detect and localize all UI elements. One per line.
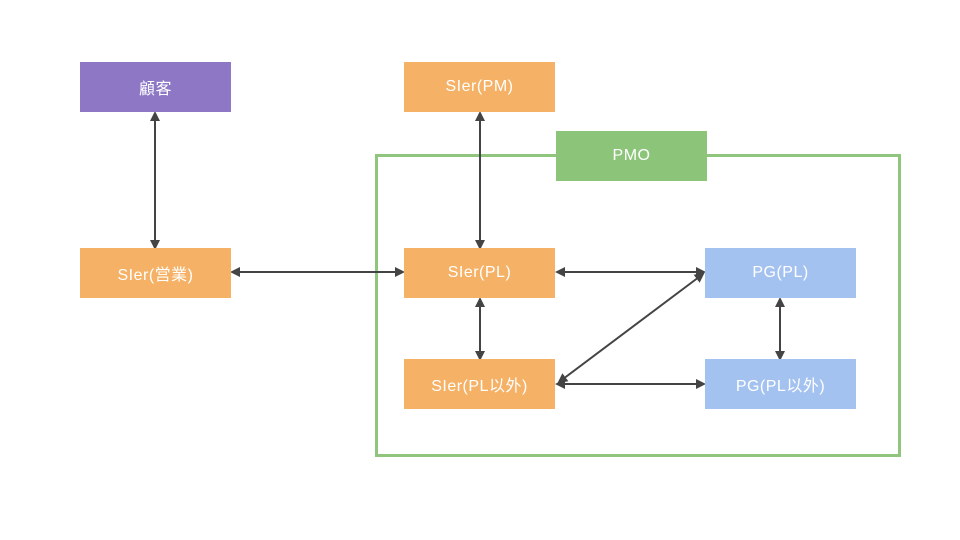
node-sier-pl: SIer(PL) (404, 248, 555, 298)
node-customer: 顧客 (80, 62, 231, 112)
node-sier-pm: SIer(PM) (404, 62, 555, 112)
node-pg-pl: PG(PL) (705, 248, 856, 298)
node-pmo: PMO (556, 131, 707, 181)
node-sier-other: SIer(PL以外) (404, 359, 555, 409)
connector-sierother-pgpl (557, 272, 705, 384)
node-sier-sales: SIer(営業) (80, 248, 231, 298)
node-pg-other: PG(PL以外) (705, 359, 856, 409)
